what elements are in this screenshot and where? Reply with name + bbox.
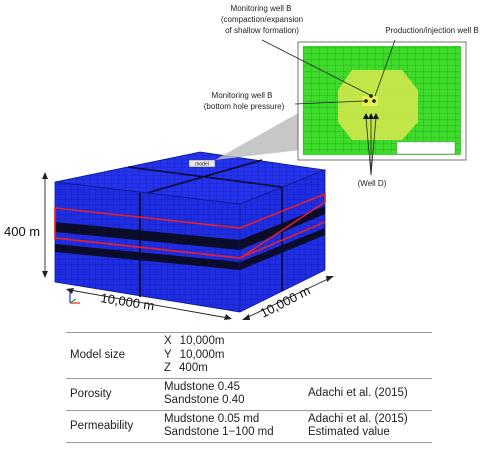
zoom-callout-wedge: [215, 112, 300, 160]
label-well-d: (Well D): [358, 179, 387, 188]
height-label: 400 m: [4, 224, 40, 239]
top-tag: model: [188, 159, 216, 168]
label-monitoring-well-b-top-2: (compaction/expansion: [221, 15, 303, 24]
value-line: Sandstone 1−100 md: [164, 426, 274, 438]
row-name: Model size: [70, 349, 125, 362]
target-layer-outline-lower: [54, 221, 326, 259]
well-markers: [363, 94, 379, 119]
table-row: Model size X 10,000m Y 10,000m Z 400m: [66, 332, 432, 379]
callout-lines: [261, 39, 396, 176]
axis-triad-icon: [69, 292, 80, 304]
model-parameters-table: Model size X 10,000m Y 10,000m Z 400m Poros…: [66, 332, 432, 443]
axis-z: Z: [164, 362, 172, 374]
row-ref: Adachi et al. (2015) Estimated value: [304, 410, 432, 442]
value-z: 400m: [179, 362, 208, 374]
inset-map: [297, 41, 467, 161]
row-values: X 10,000m Y 10,000m Z 400m: [160, 333, 304, 379]
label-production-injection-well: Production/injection well B: [385, 26, 478, 35]
value-line: Mudstone 0.05 md: [164, 412, 260, 425]
table-row: Permeability Mudstone 0.05 md Sandstone …: [66, 410, 432, 442]
table-row: Porosity Mudstone 0.45 Sandstone 0.40 Ad…: [66, 378, 432, 410]
row-values: Mudstone 0.45 Sandstone 0.40: [160, 378, 304, 410]
row-values: Mudstone 0.05 md Sandstone 1−100 md: [160, 410, 304, 442]
value-line: Sandstone 0.40: [164, 394, 245, 406]
value-y: 10,000m: [179, 348, 225, 361]
label-monitoring-well-b-bhp-2: (bottom hole pressure): [204, 102, 285, 111]
dimension-height: 400 m: [4, 172, 48, 278]
reservoir-model-diagram: model Monitoring well B (compaction/expa…: [4, 4, 479, 321]
row-ref: Adachi et al. (2015): [304, 378, 432, 410]
reference: Estimated value: [308, 426, 390, 438]
row-ref: [304, 333, 432, 379]
axis-x: X: [164, 335, 172, 347]
label-monitoring-well-b-top-3: of shallow formation): [225, 26, 299, 35]
row-name: Permeability: [70, 420, 134, 432]
reference: Adachi et al. (2015): [308, 412, 408, 425]
label-monitoring-well-b-top-1: Monitoring well B: [231, 4, 292, 13]
model-right-face: [239, 169, 326, 313]
value-line: Mudstone 0.45: [164, 380, 241, 393]
reference: Adachi et al. (2015): [308, 387, 408, 400]
svg-text:model: model: [195, 162, 209, 168]
label-monitoring-well-b-bhp-1: Monitoring well B: [212, 91, 273, 100]
value-x: 10,000m: [179, 335, 225, 347]
row-name: Porosity: [70, 388, 112, 400]
model-front-face: [54, 181, 241, 313]
axis-y: Y: [164, 348, 172, 361]
